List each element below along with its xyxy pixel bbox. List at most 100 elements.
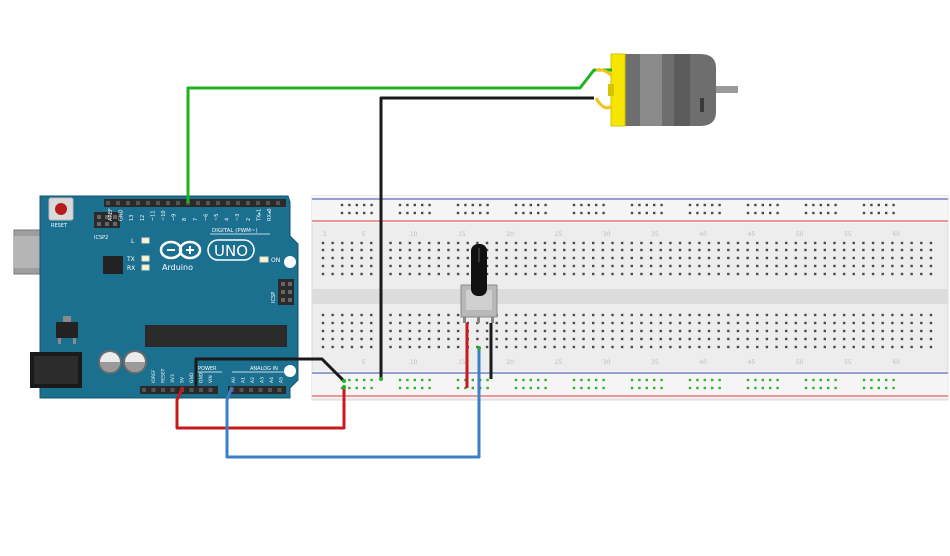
breadboard-hole — [794, 241, 798, 245]
breadboard-hole — [717, 248, 720, 252]
breadboard-hole — [649, 272, 653, 276]
potentiometer-knob-icon[interactable] — [471, 244, 487, 296]
breadboard-hole — [804, 337, 807, 341]
breadboard-hole — [813, 272, 817, 276]
breadboard-hole — [456, 248, 460, 252]
breadboard-hole — [592, 256, 595, 260]
breadboard-hole — [640, 345, 643, 349]
rail-hole — [544, 203, 547, 207]
breadboard-hole — [534, 321, 537, 325]
header-pin — [116, 201, 120, 205]
rail-hole — [355, 378, 358, 382]
breadboard-hole — [408, 256, 412, 260]
breadboard-hole — [360, 313, 363, 317]
rail-hole — [398, 378, 402, 382]
digital-pin-label: 12 — [140, 215, 146, 221]
breadboard-hole — [765, 264, 769, 268]
rail-hole — [398, 203, 402, 207]
breadboard-hole — [881, 329, 884, 333]
breadboard-hole — [466, 241, 469, 245]
breadboard-hole — [534, 337, 537, 341]
rail-hole — [834, 211, 837, 215]
breadboard-hole — [707, 321, 711, 325]
rail-hole — [529, 203, 532, 207]
breadboard-hole — [717, 264, 720, 268]
breadboard-hole — [341, 248, 344, 252]
reset-button-cap[interactable] — [55, 203, 67, 215]
breadboard-hole — [862, 345, 865, 349]
breadboard-hole — [765, 329, 769, 333]
breadboard-hole — [669, 345, 672, 349]
breadboard-hole — [466, 256, 469, 260]
breadboard-hole — [389, 329, 392, 333]
breadboard-hole — [408, 272, 412, 276]
rail-hole — [537, 386, 540, 390]
breadboard-hole — [524, 272, 527, 276]
rail-hole — [421, 386, 424, 390]
breadboard-hole — [485, 241, 489, 245]
rail-hole — [413, 378, 416, 382]
breadboard-hole — [823, 321, 826, 325]
rail-hole — [877, 211, 880, 215]
breadboard-hole — [910, 329, 913, 333]
breadboard-hole — [399, 256, 402, 260]
breadboard-hole — [707, 313, 711, 317]
digital-pin-label: 4 — [225, 218, 231, 221]
rail-hole — [688, 386, 692, 390]
breadboard-hole — [659, 248, 662, 252]
header-pin — [113, 222, 117, 226]
breadboard-hole — [862, 241, 865, 245]
breadboard-hole — [620, 329, 624, 333]
breadboard-hole — [842, 264, 846, 268]
rail-hole — [892, 378, 895, 382]
breadboard-hole — [592, 248, 595, 252]
rail-hole — [479, 203, 482, 207]
breadboard-hole — [823, 264, 826, 268]
wire-black-gnd — [194, 357, 346, 387]
breadboard-hole — [543, 256, 547, 260]
breadboard-hole — [871, 321, 875, 325]
breadboard-top-rail — [312, 196, 948, 223]
breadboard-hole — [891, 256, 894, 260]
breadboard-hole — [360, 329, 363, 333]
digital-pin-label: ~3 — [235, 214, 241, 221]
breadboard-hole — [649, 264, 653, 268]
header-pin — [146, 201, 150, 205]
rail-hole — [660, 378, 663, 382]
breadboard-hole — [331, 264, 334, 268]
breadboard-hole — [688, 272, 691, 276]
led-l — [141, 237, 150, 244]
breadboard-hole — [360, 321, 363, 325]
breadboard-hole — [785, 248, 788, 252]
breadboard-hole — [717, 256, 720, 260]
breadboard-hole — [862, 337, 865, 341]
breadboard-hole — [476, 337, 479, 341]
breadboard-hole — [659, 337, 662, 341]
breadboard-hole — [910, 241, 913, 245]
breadboard-hole — [389, 321, 392, 325]
rail-hole — [696, 211, 699, 215]
rail-hole — [645, 378, 648, 382]
breadboard-hole — [427, 337, 431, 341]
breadboard-hole — [698, 241, 701, 245]
rail-hole — [892, 386, 895, 390]
breadboard-hole — [572, 264, 576, 268]
breadboard-hole — [630, 313, 633, 317]
breadboard-hole — [871, 256, 875, 260]
breadboard-hole — [572, 248, 576, 252]
breadboard-hole — [717, 241, 720, 245]
rail-hole — [804, 378, 808, 382]
breadboard-hole — [669, 313, 672, 317]
rail-hole — [348, 203, 351, 207]
breadboard-hole — [341, 241, 344, 245]
breadboard-hole — [611, 264, 614, 268]
breadboard-hole — [553, 248, 556, 252]
breadboard-hole — [775, 345, 778, 349]
breadboard-hole — [688, 241, 691, 245]
breadboard-hole — [852, 329, 855, 333]
breadboard-hole — [775, 272, 778, 276]
rail-hole — [834, 378, 837, 382]
breadboard-hole — [659, 264, 662, 268]
breadboard-hole — [505, 329, 508, 333]
rail-hole — [602, 378, 605, 382]
